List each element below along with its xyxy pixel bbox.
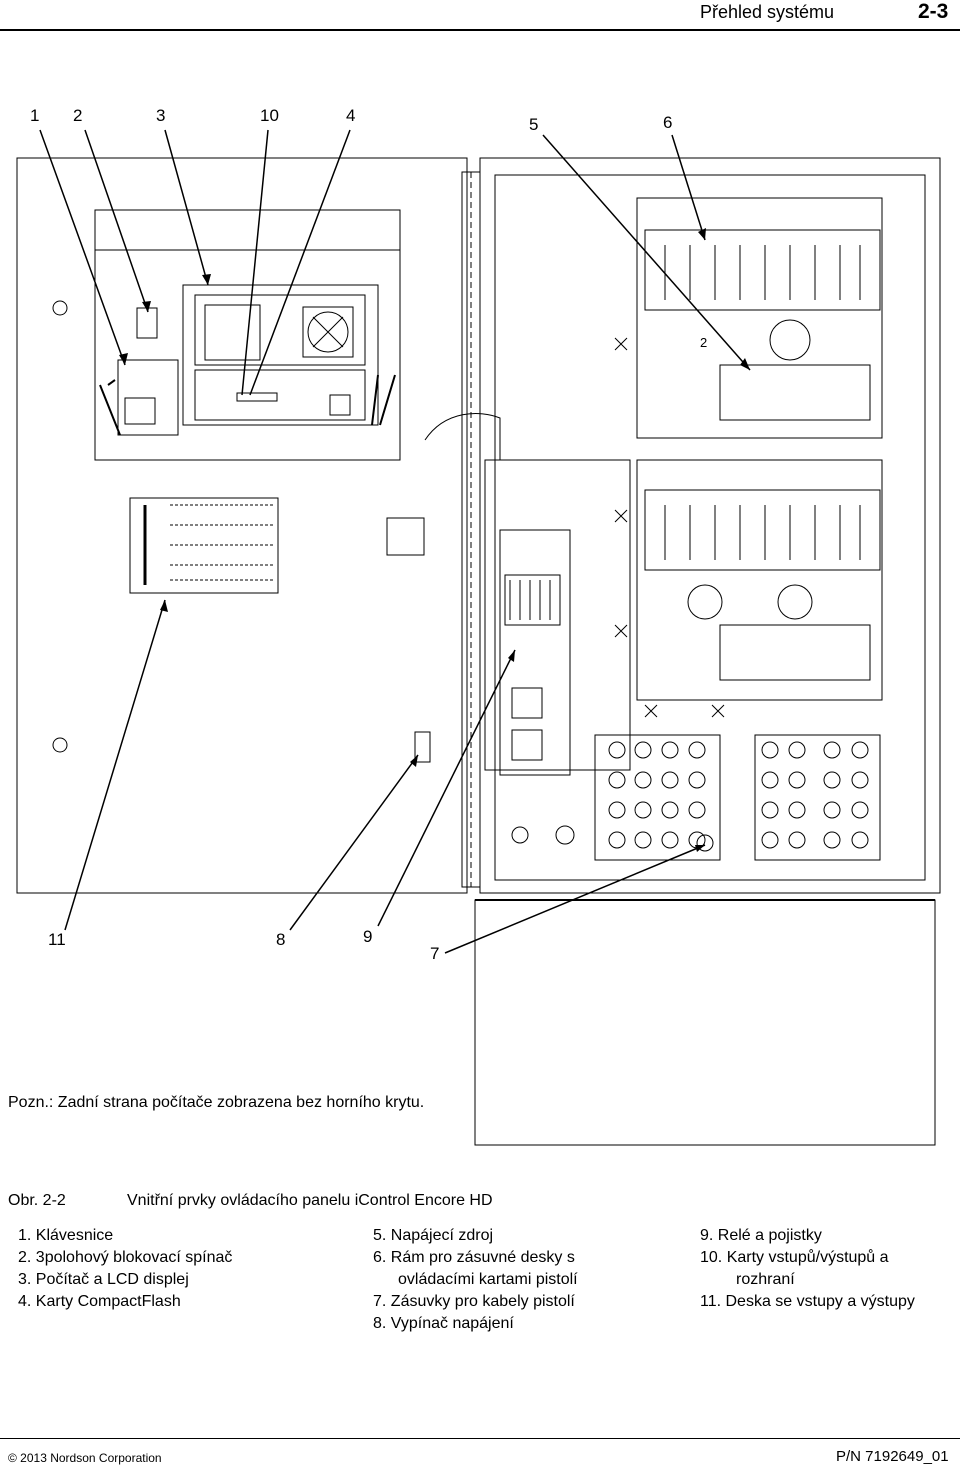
callout-9: 9 — [363, 927, 373, 946]
legend-column-2: 5. Napájecí zdroj 6. Rám pro zásuvné des… — [373, 1225, 578, 1335]
legend-item-continuation: ovládacími kartami pistolí — [398, 1271, 578, 1288]
right-cabinet — [479, 157, 941, 894]
card-frame-upper — [636, 197, 883, 439]
legend-item: 6. Rám pro zásuvné desky s — [373, 1249, 575, 1266]
computer-unit — [182, 284, 379, 426]
legend-item-continuation: rozhraní — [736, 1271, 795, 1288]
copyright: © 2013 Nordson Corporation — [8, 1451, 162, 1465]
module-label: 2 — [700, 335, 708, 350]
left-door-panel — [16, 157, 468, 894]
page-number: 2-3 — [918, 0, 949, 23]
callout-2: 2 — [73, 106, 83, 125]
io-board — [129, 497, 279, 594]
callout-6: 6 — [663, 113, 673, 132]
legend-column-1: 1. Klávesnice 2. 3polohový blokovací spí… — [18, 1225, 232, 1313]
legend-item: 4. Karty CompactFlash — [18, 1293, 181, 1310]
legend-item: 5. Napájecí zdroj — [373, 1227, 494, 1244]
callout-11: 11 — [48, 930, 66, 949]
gun-receptacles-right — [754, 734, 881, 861]
fan-icon — [302, 306, 354, 358]
callout-1: 1 — [30, 106, 40, 125]
part-number: P/N 7192649_01 — [836, 1448, 949, 1465]
callout-7: 7 — [430, 944, 440, 963]
relay-fuse-module — [499, 529, 571, 776]
legend-item: 8. Vypínač napájení — [373, 1315, 514, 1332]
legend-item: 9. Relé a pojistky — [700, 1227, 822, 1244]
page-header-title: Přehled systému — [700, 2, 835, 22]
legend-item: 10. Karty vstupů/výstupů a — [700, 1249, 889, 1266]
legend-item: 7. Zásuvky pro kabely pistolí — [373, 1293, 575, 1310]
callout-8: 8 — [276, 930, 286, 949]
card-frame-lower — [636, 459, 883, 701]
key-switch-icon — [136, 307, 158, 339]
callout-5: 5 — [529, 115, 539, 134]
callout-10: 10 — [260, 106, 279, 125]
legend-item: 1. Klávesnice — [18, 1227, 114, 1244]
legend-item: 3. Počítač a LCD displej — [18, 1271, 189, 1288]
figure-number: Obr. 2-2 — [8, 1192, 66, 1209]
legend-item: 11. Deska se vstupy a výstupy — [700, 1293, 915, 1310]
gun-receptacles-left — [594, 734, 721, 861]
compactflash-slot — [236, 392, 278, 402]
callout-3: 3 — [156, 106, 166, 125]
control-panel-drawing — [16, 129, 941, 1146]
power-switch-icon — [555, 825, 575, 845]
keypad — [117, 359, 179, 436]
power-supply-lower — [719, 624, 871, 681]
lower-drawer — [474, 899, 936, 1146]
footer-rule — [0, 1438, 960, 1439]
header-rule — [0, 29, 960, 31]
legend-item: 2. 3polohový blokovací spínač — [18, 1249, 233, 1266]
power-supply-upper — [719, 364, 871, 421]
callout-4: 4 — [346, 106, 356, 125]
figure-title: Vnitřní prvky ovládacího panelu iControl… — [127, 1192, 493, 1209]
legend-column-3: 9. Relé a pojistky 10. Karty vstupů/výst… — [700, 1225, 915, 1313]
figure-note: Pozn.: Zadní strana počítače zobrazena b… — [8, 1094, 425, 1111]
